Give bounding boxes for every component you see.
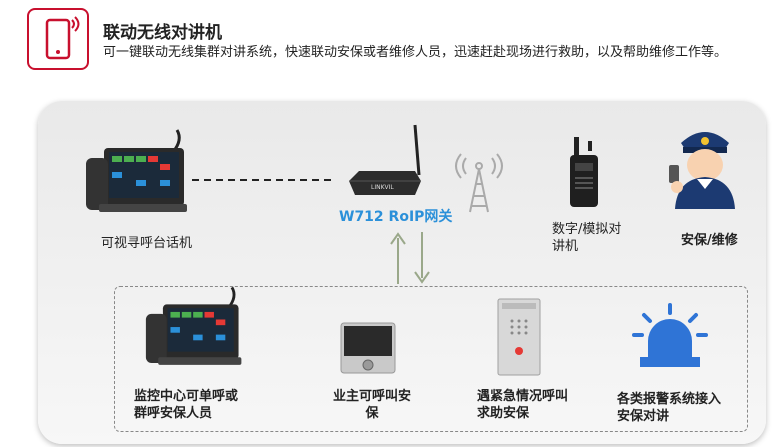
page-description: 可一键联动无线集群对讲系统，快速联动安保或者维修人员，迅速赶赴现场进行救助，以及… bbox=[103, 45, 728, 60]
owner-label: 业主可呼叫安保 bbox=[332, 389, 411, 421]
walkie-talkie-icon bbox=[570, 137, 598, 207]
mobile-phone-icon bbox=[27, 8, 89, 70]
console-label: 可视寻呼台话机 bbox=[101, 236, 193, 251]
dashed-connection-line bbox=[192, 179, 334, 181]
security-guard-icon bbox=[669, 132, 735, 209]
gateway-label: W712 RoIP网关 bbox=[339, 209, 453, 225]
radio-label: 数字/模拟对讲机 bbox=[552, 222, 622, 254]
guard-label: 安保/维修 bbox=[681, 233, 738, 248]
emergency-label: 遇紧急情况呼叫求助安保 bbox=[477, 389, 569, 421]
monitor-label: 监控中心可单呼或群呼安保人员 bbox=[134, 389, 239, 421]
alarm-label: 各类报警系统接入安保对讲 bbox=[617, 392, 722, 424]
bidirectional-arrows-icon bbox=[390, 232, 430, 284]
roip-gateway-icon: LINKVIL bbox=[349, 124, 421, 195]
monitor-console-phone-icon bbox=[145, 286, 242, 365]
intercom-unit-icon bbox=[340, 322, 396, 374]
paging-console-phone-icon bbox=[86, 129, 187, 212]
gateway-brand: LINKVIL bbox=[371, 184, 394, 191]
endpoint-group bbox=[114, 286, 748, 432]
alarm-light-icon bbox=[632, 303, 708, 367]
page-title: 联动无线对讲机 bbox=[103, 23, 222, 43]
radio-tower-icon bbox=[455, 153, 503, 213]
emergency-call-panel-icon bbox=[497, 298, 541, 376]
